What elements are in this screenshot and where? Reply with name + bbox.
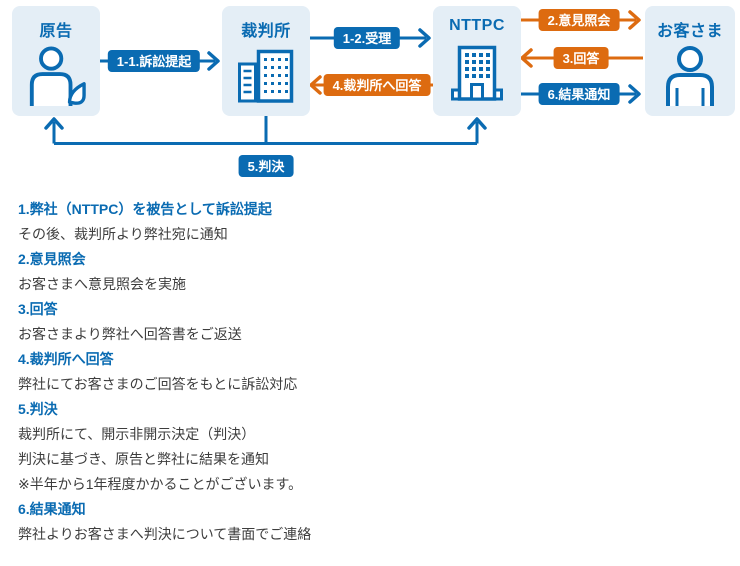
arrowhead-up-5-plaintiff	[44, 117, 64, 130]
arrow-label-3-reply: 3.回答	[553, 47, 609, 69]
step-5-body-1: 裁判所にて、開示非開示決定（判決）	[18, 426, 256, 442]
step-2-body: お客さまへ意見照会を実施	[18, 276, 186, 292]
entity-nttpc: NTTPC	[433, 6, 521, 116]
entity-court: 裁判所	[222, 6, 310, 116]
arrow-label-1-1-lawsuit-filed: 1-1.訴訟提起	[107, 50, 201, 72]
step-6-body: 弊社よりお客さまへ判決について書面でご連絡	[18, 526, 312, 542]
step-6-heading: 6.結果通知	[18, 501, 86, 517]
court-windows	[264, 57, 288, 93]
arrow-line-5-branch	[52, 116, 479, 145]
step-5-note: ※半年から1年程度かかることがございます。	[18, 476, 303, 492]
entity-plaintiff-label: 原告	[39, 23, 73, 40]
arrow-label-5-judgment: 5.判決	[238, 155, 294, 177]
arrowhead-right-2	[628, 10, 641, 30]
step-5-body-2: 判決に基づき、原告と弊社に結果を通知	[18, 451, 270, 467]
entity-plaintiff: 原告	[12, 6, 100, 116]
entity-nttpc-label: NTTPC	[449, 17, 505, 34]
step-4-heading: 4.裁判所へ回答	[18, 351, 114, 367]
arrowhead-right-1-1	[207, 51, 220, 71]
nttpc-door	[470, 82, 484, 100]
step-1-body: その後、裁判所より弊社宛に通知	[18, 226, 228, 242]
arrow-label-1-2-accepted: 1-2.受理	[333, 27, 401, 49]
arrowhead-right-1-2	[418, 28, 431, 48]
step-4-body: 弊社にてお客さまのご回答をもとに訴訟対応	[18, 376, 298, 392]
entity-nttpc-iconwrap	[450, 35, 504, 116]
step-1-heading: 1.弊社（NTTPC）を被告として訴訟提起	[18, 201, 272, 217]
entity-court-label: 裁判所	[241, 23, 291, 40]
arrowhead-left-3	[520, 48, 533, 68]
nttpc-windows	[465, 52, 490, 78]
entity-court-iconwrap	[237, 41, 295, 116]
entity-customer-label: お客さま	[656, 23, 723, 40]
entity-customer: お客さま	[645, 6, 735, 116]
arrow-label-2-opinion-inquiry: 2.意見照会	[538, 9, 620, 31]
arrowhead-up-5-nttpc	[467, 117, 487, 130]
court-building-icon	[238, 49, 294, 103]
step-3-heading: 3.回答	[18, 301, 58, 317]
person-raising-hand-icon	[29, 45, 86, 106]
office-building-icon	[451, 45, 503, 101]
arrow-label-4-reply-to-court: 4.裁判所へ回答	[323, 74, 431, 96]
entity-customer-iconwrap	[663, 41, 717, 116]
step-3-body: お客さまより弊社へ回答書をご返送	[18, 326, 242, 342]
process-flow-diagram: 原告 裁判所	[0, 0, 740, 190]
arrowhead-right-6	[628, 84, 641, 104]
person-icon	[666, 45, 714, 106]
process-steps: 1.弊社（NTTPC）を被告として訴訟提起 その後、裁判所より弊社宛に通知 2.…	[0, 190, 740, 547]
step-5-heading: 5.判決	[18, 401, 58, 417]
arrowhead-left-4	[309, 75, 322, 95]
step-2-heading: 2.意見照会	[18, 251, 86, 267]
arrow-label-6-result-notice: 6.結果通知	[538, 83, 620, 105]
entity-plaintiff-iconwrap	[26, 41, 86, 116]
